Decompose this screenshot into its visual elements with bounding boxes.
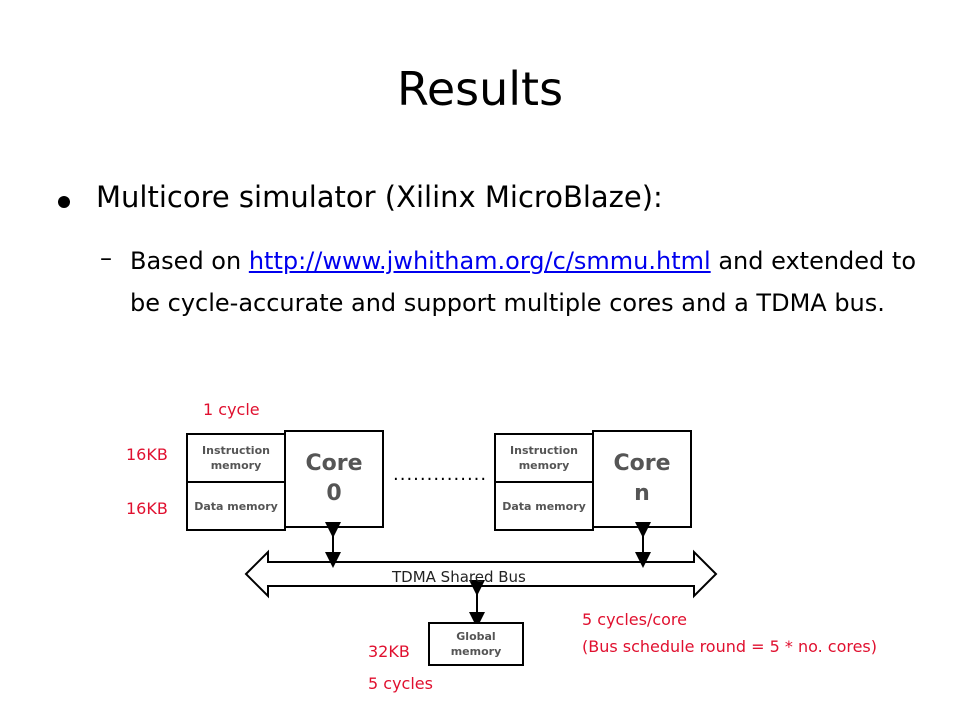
imem-size-label: 16KB <box>126 445 168 464</box>
bus-schedule-label: (Bus schedule round = 5 * no. cores) <box>582 637 878 656</box>
tdma-bus-arrow <box>244 549 718 599</box>
bullet-text: Multicore simulator (Xilinx MicroBlaze): <box>96 180 663 214</box>
bus-label: TDMA Shared Bus <box>392 568 526 586</box>
bullet-point <box>58 196 70 208</box>
sub-bullet-rest: and extended to be cycle-accurate and su… <box>130 247 916 317</box>
slide-title: Results <box>396 62 564 116</box>
instruction-memory-coren: Instruction memory <box>494 433 594 483</box>
sub-bullet-prefix: Based on <box>130 247 249 275</box>
cycle-label: 1 cycle <box>203 400 260 419</box>
global-memory-size: 32KB <box>368 642 410 661</box>
data-memory-coren: Data memory <box>494 481 594 531</box>
dmem-size-label: 16KB <box>126 499 168 518</box>
ellipsis: .............. <box>393 464 488 485</box>
sub-bullet-dash: – <box>100 244 112 272</box>
source-link[interactable]: http://www.jwhitham.org/c/smmu.html <box>248 247 711 275</box>
global-memory-cycles: 5 cycles <box>368 674 433 693</box>
sub-bullet-text: Based on http://www.jwhitham.org/c/smmu.… <box>130 240 920 324</box>
core-0: Core 0 <box>284 430 384 528</box>
global-memory: Global memory <box>428 622 524 666</box>
bus-cycles-label: 5 cycles/core <box>582 610 687 629</box>
core-n-label: Core n <box>613 451 671 506</box>
data-memory-core0: Data memory <box>186 481 286 531</box>
core-0-label: Core 0 <box>305 451 363 506</box>
